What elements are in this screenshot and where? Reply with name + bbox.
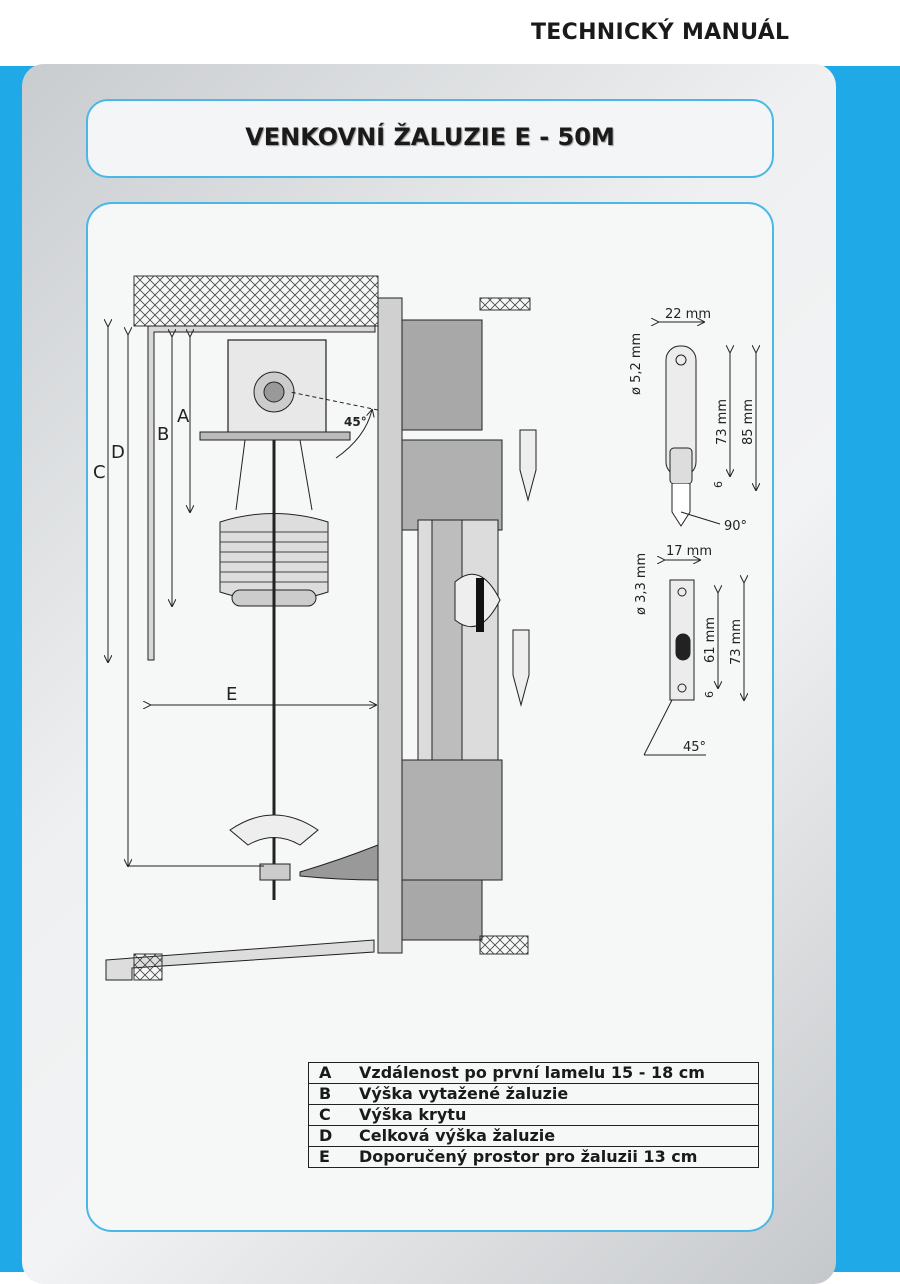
label-b: B [157,424,169,445]
legend-key: E [308,1146,359,1168]
manual-title: TECHNICKÝ MANUÁL [531,20,790,45]
label-c: C [93,462,106,483]
legend-text: Vzdálenost po první lamelu 15 - 18 cm [359,1062,759,1084]
detail-top-hole: ø 5,2 mm [629,333,644,395]
legend-key: C [308,1104,359,1126]
wall-lintel [133,275,379,327]
detail-bottom-h2: 73 mm [729,619,744,665]
legend-text: Výška vytažené žaluzie [359,1083,759,1105]
detail-bottom-h1: 61 mm [703,617,718,663]
window-sill [105,939,375,981]
detail-top-h2: 85 mm [741,399,756,445]
wall-right-bottom [479,935,529,955]
cover-box [147,325,376,661]
detail-top-bracket [658,322,756,527]
label-angle-45: 45° [344,415,367,429]
label-a: A [177,406,190,427]
detail-bottom-bracket [643,560,744,756]
label-e: E [226,684,237,705]
detail-top-small: 6 [712,481,725,488]
window-frame [377,297,503,954]
legend-key: A [308,1062,359,1084]
legend-key: B [308,1083,359,1105]
detail-top-angle: 90° [724,519,747,534]
detail-bottom-angle: 45° [683,740,706,755]
label-d: D [111,442,125,463]
crank-handle [229,814,319,846]
legend-text: Doporučený prostor pro žaluzii 13 cm [359,1146,759,1168]
page-title: VENKOVNÍ ŽALUZIE E - 50M [245,123,615,151]
title-box: VENKOVNÍ ŽALUZIE E - 50M [86,99,774,178]
wall-right-top [479,297,531,311]
detail-top-h1: 73 mm [715,399,730,445]
legend-text: Celková výška žaluzie [359,1125,759,1147]
page-header: TECHNICKÝ MANUÁL [0,0,900,66]
detail-bottom-hole: ø 3,3 mm [634,553,649,615]
detail-bottom-small: 6 [703,691,716,698]
legend-text: Výška krytu [359,1104,759,1126]
legend-key: D [308,1125,359,1147]
detail-bottom-width: 17 mm [666,544,712,559]
detail-top-width: 22 mm [665,307,711,322]
